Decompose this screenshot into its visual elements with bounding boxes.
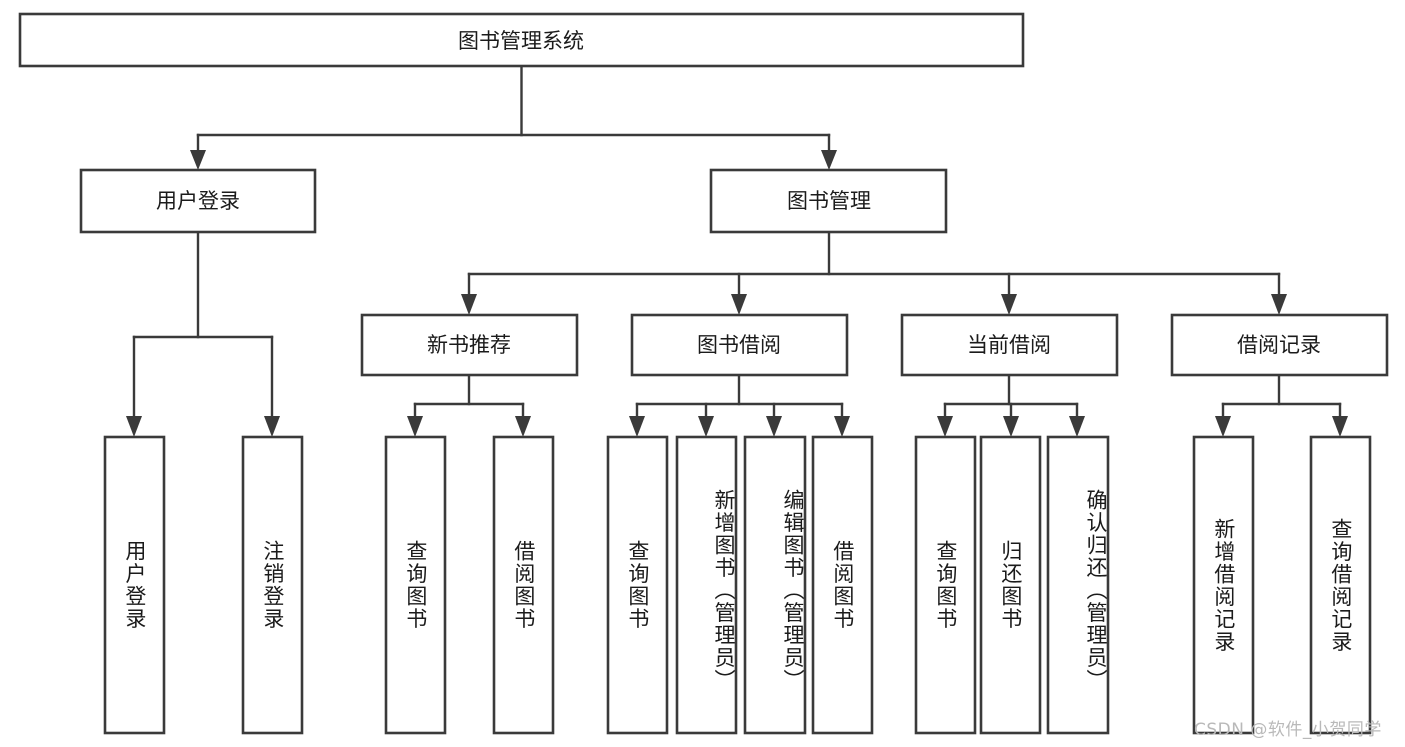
leaf-box-current-borrow-2[interactable]	[979, 435, 1042, 735]
node-root-box[interactable]	[18, 12, 1025, 68]
connector-group-root	[190, 64, 837, 170]
arrow-head-book-mgmt	[821, 150, 837, 170]
arrow-head-leaf-borrow-record-1	[1215, 416, 1231, 437]
node-user-login-box[interactable]	[79, 168, 317, 234]
node-user-login[interactable]: 用户登录	[79, 168, 317, 234]
node-book-borrow-label: 图书借阅	[697, 333, 781, 357]
arrow-head-leaf-current-borrow-2	[1003, 416, 1019, 437]
connector-group-new-book	[407, 373, 531, 437]
connector-group-current-borrow	[937, 373, 1085, 437]
node-current-borrow-label: 当前借阅	[967, 333, 1051, 357]
arrow-head-leaf-current-borrow-3	[1069, 416, 1085, 437]
leaf-box-borrow-record-1[interactable]	[1192, 435, 1255, 735]
arrow-head-current-borrow	[1001, 294, 1017, 315]
leaf-box-book-borrow-1[interactable]	[606, 435, 669, 735]
leaf-boxes-borrow-record[interactable]	[1192, 435, 1372, 735]
leaf-box-book-borrow-3[interactable]	[743, 435, 807, 735]
arrow-head-leaf-new-book-2	[515, 416, 531, 437]
node-book-borrow-box[interactable]	[630, 313, 849, 377]
node-book-management[interactable]: 图书管理	[709, 168, 948, 234]
arrow-head-user-login	[190, 150, 206, 170]
connector-group-borrow-record	[1215, 373, 1348, 437]
arrow-head-book-borrow	[731, 294, 747, 315]
arrow-head-leaf-new-book-1	[407, 416, 423, 437]
leaf-boxes-user-login[interactable]	[103, 435, 304, 735]
node-user-login-label: 用户登录	[156, 189, 240, 213]
connector-group-book-borrow	[629, 373, 850, 437]
connector-group-user-login	[126, 230, 280, 437]
arrow-head-leaf-book-borrow-4	[834, 416, 850, 437]
leaf-box-current-borrow-1[interactable]	[914, 435, 977, 735]
leaf-box-new-book-1[interactable]	[384, 435, 447, 735]
arrow-head-borrow-record	[1271, 294, 1287, 315]
leaf-box-book-borrow-4[interactable]	[811, 435, 874, 735]
leaf-boxes-book-borrow[interactable]	[606, 435, 874, 735]
leaf-box-book-borrow-2[interactable]	[675, 435, 738, 735]
connector-group-book-mgmt	[461, 230, 1287, 315]
node-new-book-recommend[interactable]: 新书推荐	[360, 313, 579, 377]
arrow-head-leaf-book-borrow-1	[629, 416, 645, 437]
node-current-borrow-box[interactable]	[900, 313, 1119, 377]
arrow-head-leaf-borrow-record-2	[1332, 416, 1348, 437]
leaf-boxes-current-borrow[interactable]	[914, 435, 1110, 735]
node-root-label: 图书管理系统	[458, 29, 584, 53]
node-book-management-box[interactable]	[709, 168, 948, 234]
arrow-head-leaf-current-borrow-1	[937, 416, 953, 437]
leaf-box-user-login-1[interactable]	[103, 435, 166, 735]
node-book-management-label: 图书管理	[787, 189, 871, 213]
arrow-head-leaf-user-login-2	[264, 416, 280, 437]
node-borrow-record[interactable]: 借阅记录	[1170, 313, 1389, 377]
node-borrow-record-box[interactable]	[1170, 313, 1389, 377]
leaf-box-new-book-2[interactable]	[492, 435, 555, 735]
leaf-box-current-borrow-3[interactable]	[1046, 435, 1110, 735]
leaf-boxes-new-book-recommend[interactable]	[384, 435, 555, 735]
node-current-borrow[interactable]: 当前借阅	[900, 313, 1119, 377]
node-book-borrow[interactable]: 图书借阅	[630, 313, 849, 377]
leaf-box-borrow-record-2[interactable]	[1309, 435, 1372, 735]
arrow-head-leaf-book-borrow-2	[698, 416, 714, 437]
node-new-book-recommend-label: 新书推荐	[427, 333, 511, 357]
leaf-box-user-login-2[interactable]	[241, 435, 304, 735]
arrow-head-leaf-book-borrow-3	[766, 416, 782, 437]
node-new-book-recommend-box[interactable]	[360, 313, 579, 377]
arrow-head-new-book	[461, 294, 477, 315]
node-root[interactable]: 图书管理系统	[18, 12, 1025, 68]
csdn-watermark: CSDN @软件_小贺同学	[1194, 720, 1382, 740]
node-borrow-record-label: 借阅记录	[1237, 333, 1321, 357]
arrow-head-leaf-user-login-1	[126, 416, 142, 437]
